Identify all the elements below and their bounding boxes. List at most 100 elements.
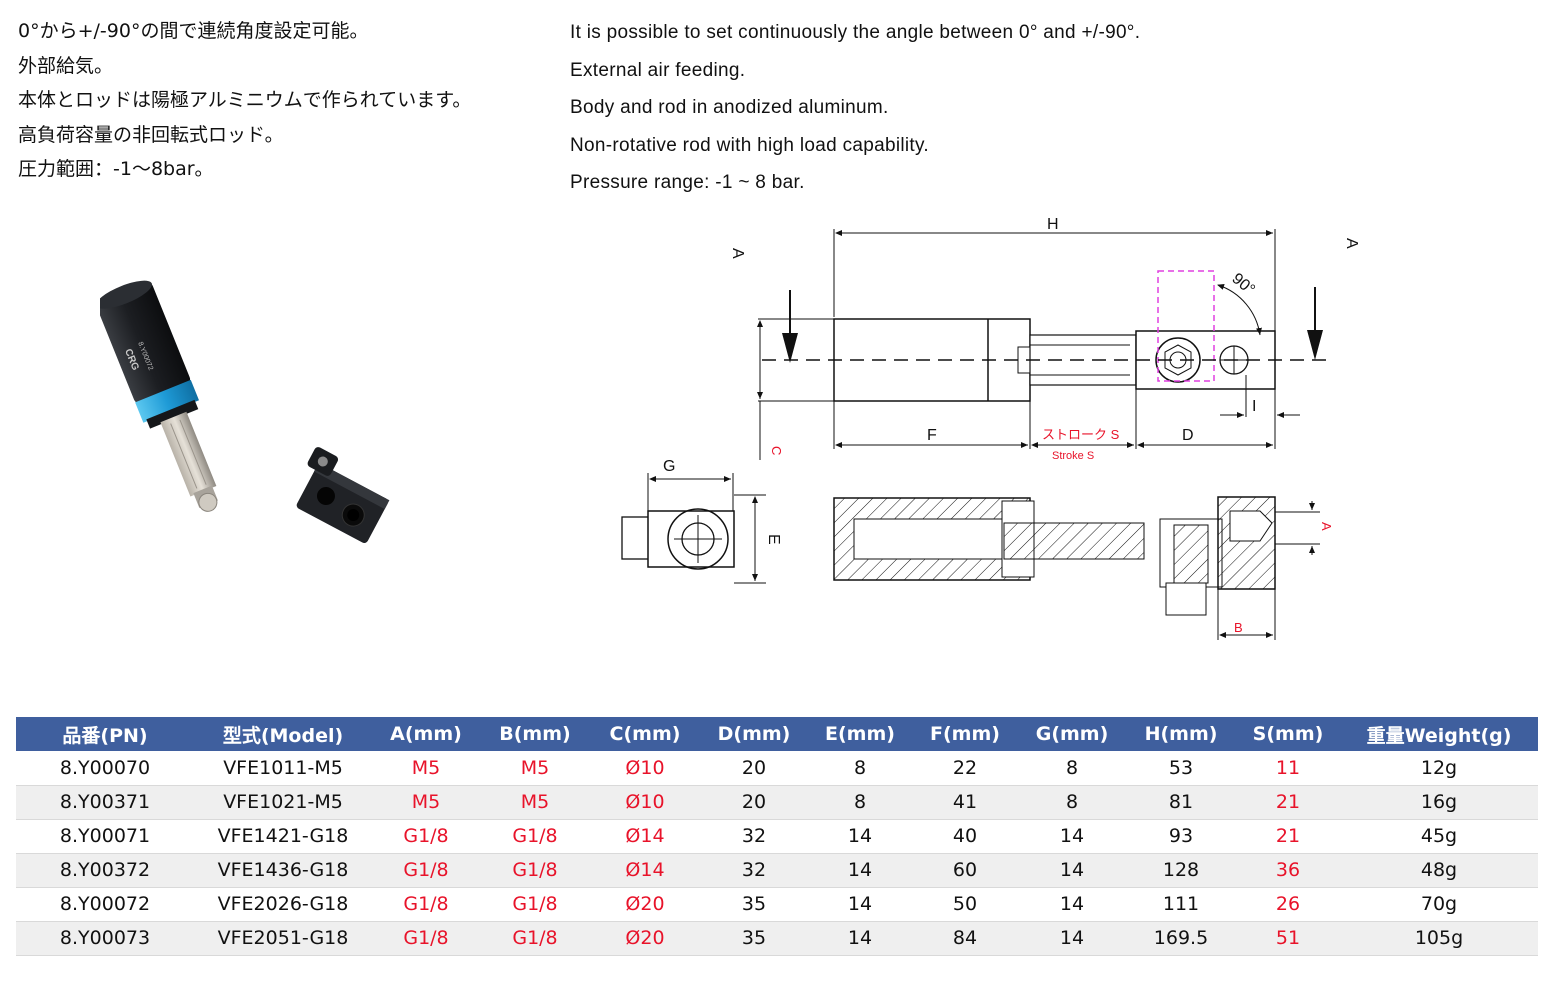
cell-a: G1/8 [372,819,480,854]
col-header-pn: 品番(PN) [16,717,194,751]
cell-model: VFE1011-M5 [194,751,372,786]
table-row: 8.Y00072 VFE2026-G18 G1/8 G1/8 Ø20 35 14… [16,887,1538,922]
cell-weight: 16g [1340,785,1538,820]
cell-d: 32 [700,819,808,854]
label-d: D [1182,427,1194,444]
feature-en-rod: Non-rotative rod with high load capabili… [570,134,929,156]
cell-b: G1/8 [480,921,590,956]
cell-a: M5 [372,785,480,820]
cell-a: G1/8 [372,921,480,956]
cell-e: 8 [808,751,912,786]
cell-f: 41 [912,785,1018,820]
table-row: 8.Y00073 VFE2051-G18 G1/8 G1/8 Ø20 35 14… [16,921,1538,956]
table-row: 8.Y00371 VFE1021-M5 M5 M5 Ø10 20 8 41 8 … [16,785,1538,820]
technical-drawing: H A A C 90° I F ストローク S Stroke S D [621,216,1360,640]
cell-c: Ø14 [590,819,700,854]
cell-g: 14 [1018,887,1126,922]
end-view: G E [621,458,782,584]
col-header-b: B(mm) [480,717,590,751]
cell-c: Ø20 [590,921,700,956]
feature-jp-material: 本体とロッドは陽極アルミニウムで作られています。 [18,89,472,111]
cell-model: VFE2026-G18 [194,887,372,922]
feature-jp-angle: 0°から+/-90°の間で連続角度設定可能。 [18,20,369,42]
cell-weight: 48g [1340,853,1538,888]
label-c: C [769,446,784,455]
feature-jp-air: 外部給気。 [18,54,114,77]
cell-h: 111 [1126,887,1236,922]
cell-model: VFE1021-M5 [194,785,372,820]
cell-weight: 70g [1340,887,1538,922]
cell-h: 93 [1126,819,1236,854]
cell-e: 14 [808,921,912,956]
col-header-e: E(mm) [808,717,912,751]
cell-d: 20 [700,785,808,820]
piston-rod [160,411,217,497]
cell-f: 84 [912,921,1018,956]
label-angle: 90° [1228,270,1257,299]
features-en: It is possible to set continuously the a… [570,14,1270,202]
cell-s: 36 [1236,853,1340,888]
cell-c: Ø20 [590,887,700,922]
label-b: B [1234,620,1243,635]
label-stroke-jp: ストローク S [1042,427,1120,442]
cell-b: M5 [480,785,590,820]
cell-a: G1/8 [372,887,480,922]
table-row: 8.Y00372 VFE1436-G18 G1/8 G1/8 Ø14 32 14… [16,853,1538,888]
feature-en-pressure: Pressure range: -1 ~ 8 bar. [570,172,805,193]
cell-g: 14 [1018,853,1126,888]
feature-jp-pressure: 圧力範囲：-1～8bar。 [18,158,214,180]
table-row: 8.Y00071 VFE1421-G18 G1/8 G1/8 Ø14 32 14… [16,819,1538,854]
cell-h: 53 [1126,751,1236,786]
spec-table: 品番(PN) 型式(Model) A(mm) B(mm) C(mm) D(mm)… [16,717,1538,956]
cell-d: 20 [700,751,808,786]
cell-e: 14 [808,819,912,854]
cell-b: G1/8 [480,853,590,888]
col-header-weight: 重量Weight(g) [1340,717,1538,751]
cell-d: 32 [700,853,808,888]
col-header-c: C(mm) [590,717,700,751]
cell-model: VFE1421-G18 [194,819,372,854]
dim-h: H [833,216,1276,335]
swivel-block [296,464,388,544]
cell-weight: 45g [1340,819,1538,854]
cell-c: Ø10 [590,751,700,786]
col-header-f: F(mm) [912,717,1018,751]
cell-pn: 8.Y00371 [16,785,194,820]
label-h: H [1047,216,1059,233]
cell-d: 35 [700,921,808,956]
cell-s: 21 [1236,819,1340,854]
label-f: F [927,427,937,444]
feature-en-angle: It is possible to set continuously the a… [570,22,1141,43]
col-header-h: H(mm) [1126,717,1236,751]
cell-e: 14 [808,853,912,888]
cell-pn: 8.Y00072 [16,887,194,922]
cell-b: G1/8 [480,887,590,922]
swivel-dashed-outline [1157,270,1215,382]
cell-h: 169.5 [1126,921,1236,956]
cell-pn: 8.Y00070 [16,751,194,786]
cell-f: 50 [912,887,1018,922]
cell-c: Ø10 [590,785,700,820]
cell-s: 11 [1236,751,1340,786]
cell-s: 26 [1236,887,1340,922]
col-header-s: S(mm) [1236,717,1340,751]
cell-model: VFE2051-G18 [194,921,372,956]
features-jp: 0°から+/-90°の間で連続角度設定可能。 外部給気。 本体とロッドは陽極アル… [18,14,578,187]
cell-pn: 8.Y00071 [16,819,194,854]
cell-e: 14 [808,887,912,922]
col-header-a: A(mm) [372,717,480,751]
cell-e: 8 [808,785,912,820]
feature-jp-rod: 高負荷容量の非回転式ロッド。 [18,123,284,146]
cylinder-body [100,282,191,404]
cell-a: M5 [372,751,480,786]
label-i: I [1252,398,1256,415]
label-section-a-right: A [1343,238,1360,249]
cell-a: G1/8 [372,853,480,888]
table-row: 8.Y00070 VFE1011-M5 M5 M5 Ø10 20 8 22 8 … [16,751,1538,786]
cell-h: 81 [1126,785,1236,820]
cell-weight: 12g [1340,751,1538,786]
feature-en-material: Body and rod in anodized aluminum. [570,97,889,118]
cell-s: 51 [1236,921,1340,956]
label-section-a-left: A [729,248,746,259]
product-photo: CRG 8.Y00072 [100,280,390,544]
